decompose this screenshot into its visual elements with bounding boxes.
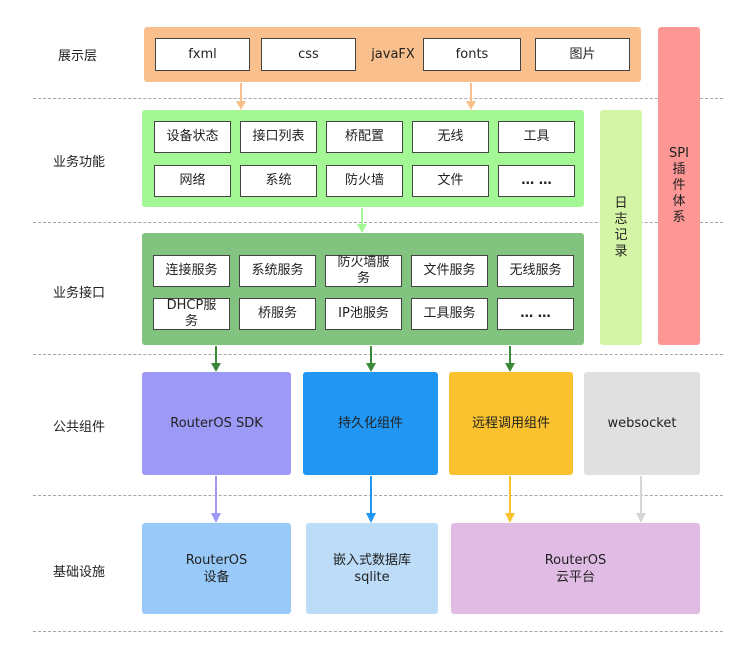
embedded-db-sqlite: 嵌入式数据库 sqlite: [306, 523, 438, 614]
display-item-fonts: fonts: [423, 38, 521, 71]
interface-file-service: 文件服务: [411, 255, 488, 287]
function-more: … …: [498, 165, 575, 197]
function-network: 网络: [154, 165, 231, 197]
function-wireless: 无线: [412, 121, 489, 153]
function-file: 文件: [412, 165, 489, 197]
row-label-business-interface: 业务接口: [53, 286, 106, 301]
rpc-component: 远程调用组件: [449, 372, 573, 475]
divider: [33, 222, 723, 223]
log-record-panel: 日 志 记 录: [600, 110, 642, 345]
arrow-sdk-to-device: [211, 476, 221, 523]
arrow-websocket-to-cloud: [636, 476, 646, 523]
spi-char: 系: [672, 210, 686, 225]
divider: [33, 98, 723, 99]
interface-bridge-service: 桥服务: [239, 298, 316, 330]
function-tools: 工具: [498, 121, 575, 153]
display-item-images: 图片: [535, 38, 630, 71]
routeros-sdk-component: RouterOS SDK: [142, 372, 291, 475]
interface-tool-service: 工具服务: [411, 298, 488, 330]
interface-connection-service: 连接服务: [153, 255, 230, 287]
row-label-infrastructure: 基础设施: [53, 565, 106, 580]
interface-firewall-service: 防火墙服务: [325, 255, 402, 287]
arrow-interface-to-sdk: [211, 346, 221, 372]
row-label-display: 展示层: [58, 49, 98, 64]
interface-more: … …: [497, 298, 574, 330]
function-interface-list: 接口列表: [240, 121, 317, 153]
divider: [33, 495, 723, 496]
arrow-persistence-to-db: [366, 476, 376, 523]
spi-char: 插: [672, 162, 686, 177]
divider: [33, 631, 723, 632]
arrow-rpc-to-cloud: [505, 476, 515, 523]
display-item-javafx: javaFX: [371, 47, 415, 62]
log-char: 记: [614, 227, 628, 243]
spi-char: SPI: [669, 146, 689, 161]
divider: [33, 354, 723, 355]
function-bridge-config: 桥配置: [326, 121, 403, 153]
log-char: 志: [614, 211, 628, 227]
websocket-component: websocket: [584, 372, 700, 475]
interface-ip-pool-service: IP池服务: [325, 298, 402, 330]
interface-wireless-service: 无线服务: [497, 255, 574, 287]
row-label-business-function: 业务功能: [53, 155, 106, 170]
interface-dhcp-service: DHCP服务: [153, 298, 230, 330]
function-system: 系统: [240, 165, 317, 197]
arrow-interface-to-persistence: [366, 346, 376, 372]
spi-plugin-panel: SPI 插 件 体 系: [658, 27, 700, 345]
display-item-css: css: [261, 38, 356, 71]
spi-char: 件: [672, 178, 686, 193]
log-char: 录: [614, 243, 628, 259]
routeros-cloud-platform: RouterOS 云平台: [451, 523, 700, 614]
log-char: 日: [614, 195, 628, 211]
display-item-fxml: fxml: [155, 38, 250, 71]
arrow-interface-to-rpc: [505, 346, 515, 372]
arrow-display-to-function: [236, 83, 246, 110]
routeros-device: RouterOS 设备: [142, 523, 291, 614]
arrow-display-to-function: [466, 83, 476, 110]
persistence-component: 持久化组件: [303, 372, 438, 475]
interface-system-service: 系统服务: [239, 255, 316, 287]
row-label-common-components: 公共组件: [53, 420, 106, 435]
arrow-function-to-interface: [357, 208, 367, 233]
spi-char: 体: [672, 194, 686, 209]
function-device-status: 设备状态: [154, 121, 231, 153]
function-firewall: 防火墙: [326, 165, 403, 197]
